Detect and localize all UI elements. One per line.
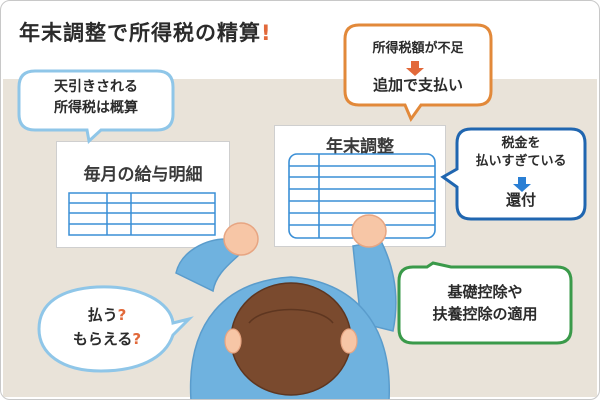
bubble-refund-line1: 税金を: [501, 136, 541, 151]
down-arrow-blue-icon: [513, 177, 531, 192]
monthly-payslip-title: 毎月の給与明細: [83, 165, 203, 185]
monthly-payslip-paper: 毎月の給与明細: [56, 141, 230, 248]
year-end-adjustment-paper: 年末調整: [274, 125, 446, 247]
bubble-estimate-shape: [17, 69, 175, 144]
bubble-question-shape: [37, 285, 194, 373]
bubble-deductions-line1: 基礎控除や: [447, 283, 523, 301]
down-arrow-orange-icon: [406, 61, 424, 76]
exclamation-mark: !: [261, 21, 272, 45]
question-text-receive: もらえる: [72, 330, 133, 348]
year-end-form-table: [288, 153, 436, 239]
bubble-question: 払う? もらえる?: [45, 303, 169, 351]
bubble-shortfall-line2: 追加で支払い: [372, 76, 463, 94]
question-mark-icon: ?: [117, 306, 127, 324]
year-end-adjustment-title: 年末調整: [326, 137, 394, 157]
bubble-question-line2: もらえる?: [45, 327, 169, 351]
bubble-refund: 税金を 払いすぎている 還付: [459, 135, 583, 209]
bubble-refund-line2: 払いすぎている: [475, 154, 567, 169]
payslip-table: [68, 192, 216, 236]
question-text-pay: 払う: [87, 306, 118, 324]
bubble-refund-shape: [440, 127, 587, 221]
bubble-deductions: 基礎控除や 扶養控除の適用: [401, 281, 569, 325]
bubble-estimate-line1: 天引きされる: [54, 79, 138, 95]
bubble-deductions-shape: [397, 261, 573, 345]
bubble-shortfall: 所得税額が不足 追加で支払い: [347, 37, 489, 95]
page-title: 年末調整で所得税の精算!: [19, 17, 272, 47]
title-text: 年末調整で所得税の精算: [19, 21, 261, 45]
bubble-shortfall-line1: 所得税額が不足: [372, 41, 464, 56]
bubble-deductions-line2: 扶養控除の適用: [432, 305, 538, 323]
bubble-question-line1: 払う?: [45, 303, 169, 327]
bubble-estimate-line2: 所得税は概算: [54, 100, 138, 116]
question-mark-icon: ?: [132, 330, 142, 348]
person-illustration: [175, 214, 397, 399]
bubble-refund-line3: 還付: [505, 191, 536, 209]
bubble-estimate: 天引きされる 所得税は概算: [23, 77, 169, 119]
